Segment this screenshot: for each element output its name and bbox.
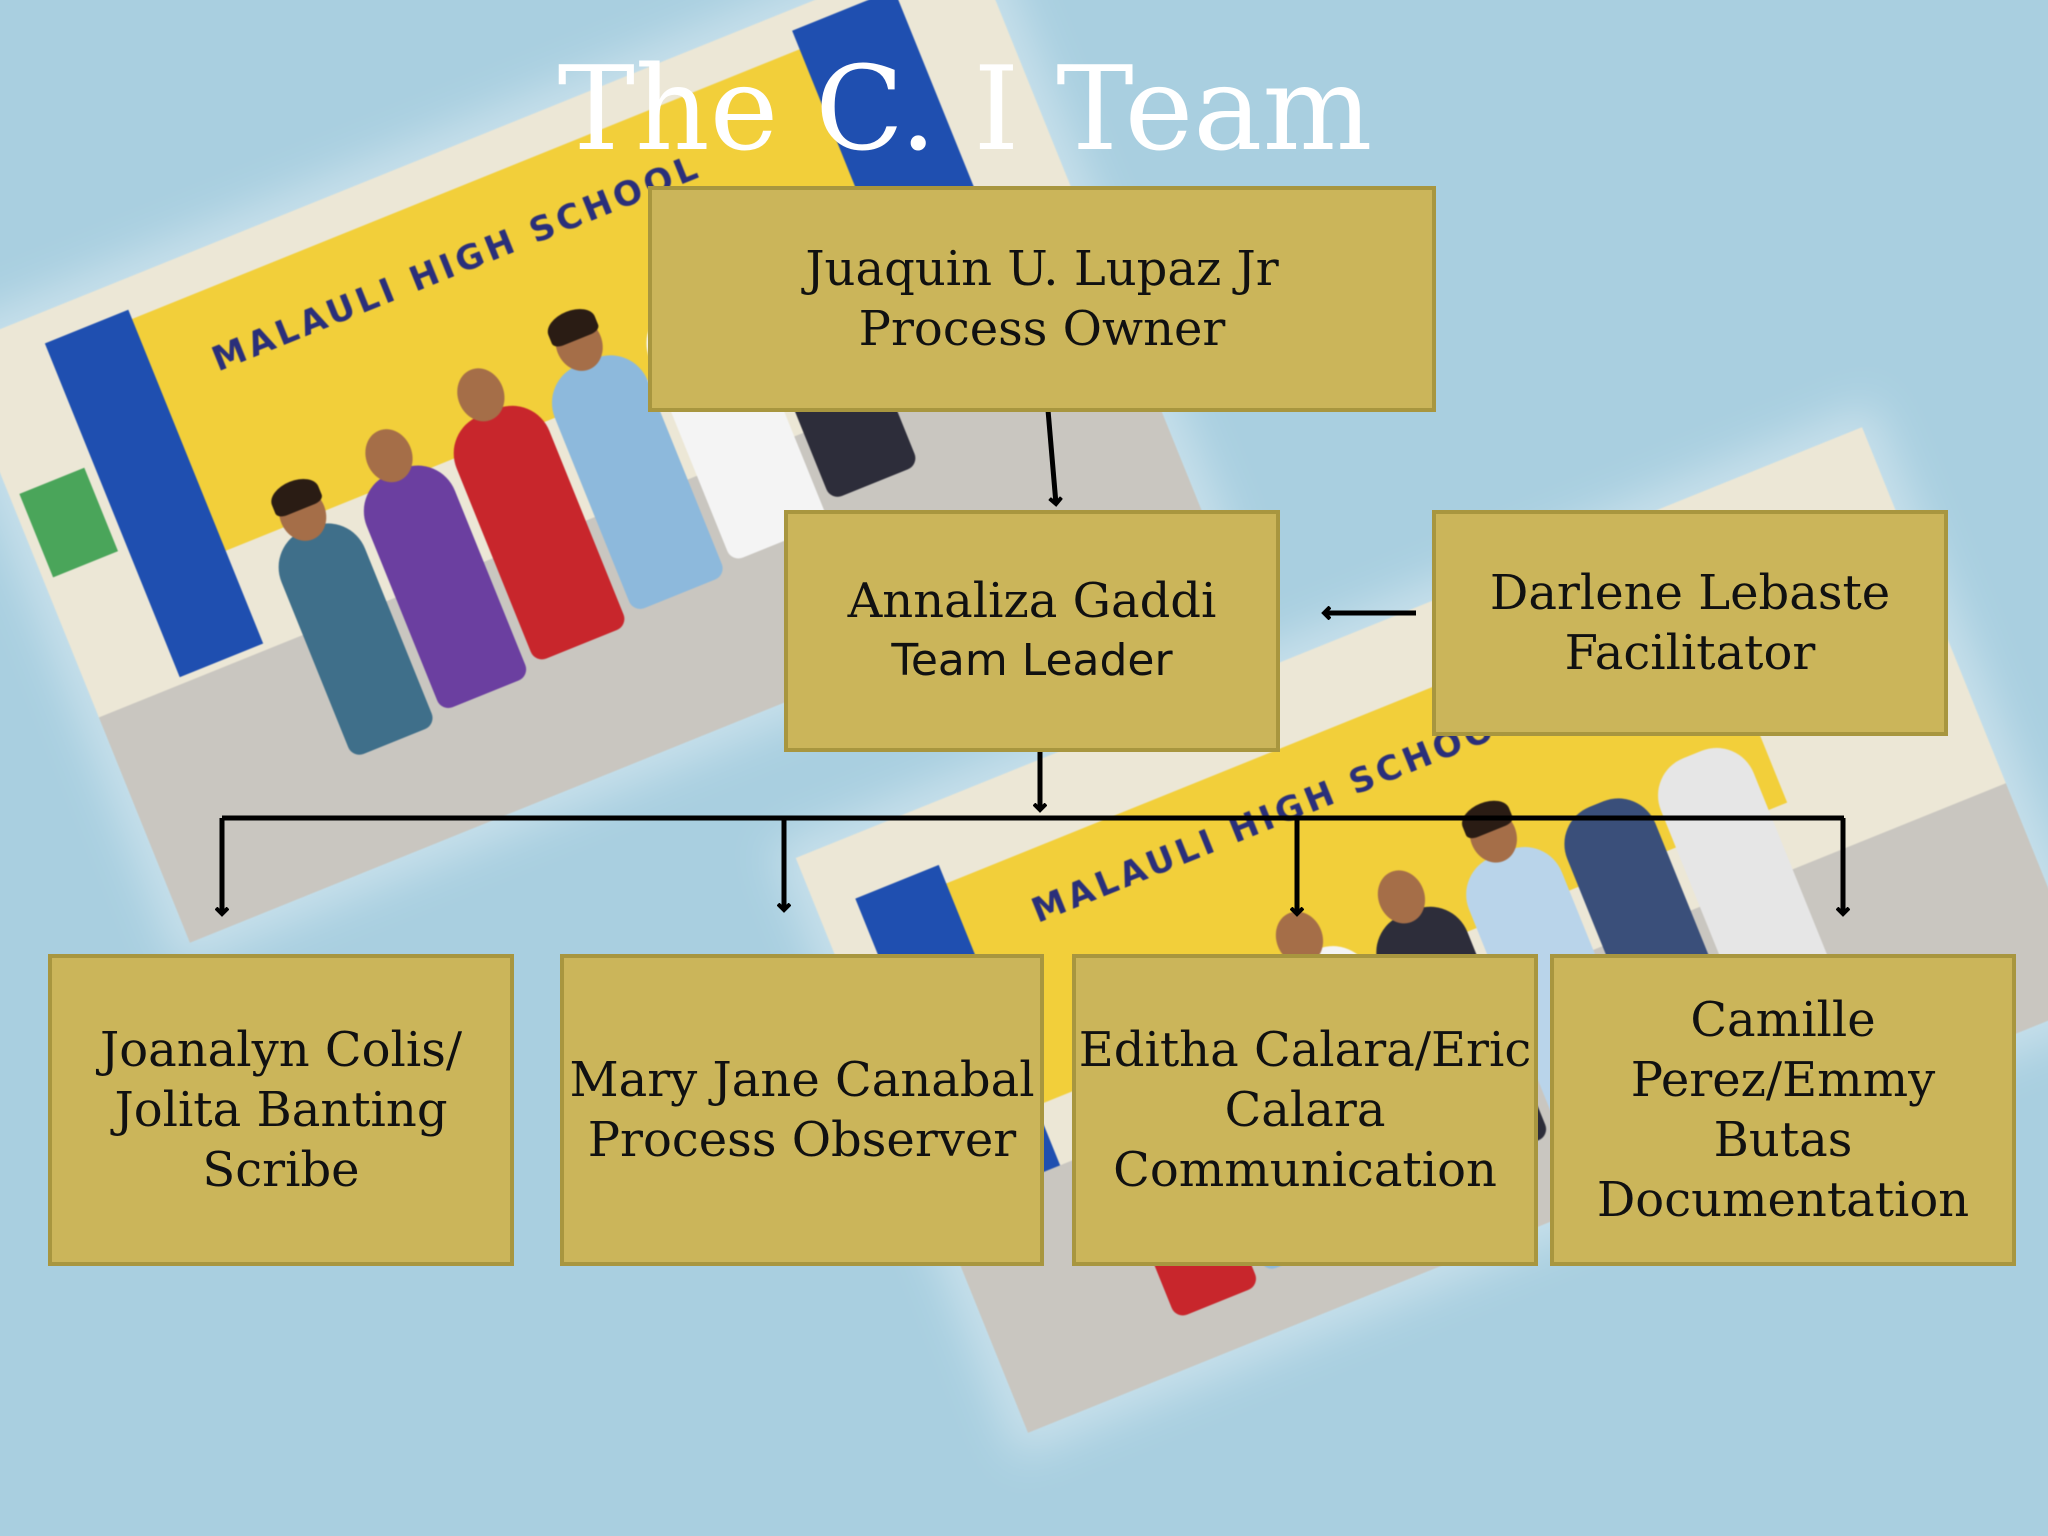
member-line: Mary Jane Canabal: [569, 1052, 1035, 1108]
process-owner-name: Juaquin U. Lupaz Jr: [805, 241, 1279, 297]
box-process-owner: Juaquin U. Lupaz Jr Process Owner: [648, 186, 1436, 412]
box-facilitator: Darlene Lebaste Facilitator: [1432, 510, 1948, 736]
member-line: Camille: [1690, 992, 1876, 1048]
box-member-process-observer: Mary Jane Canabal Process Observer: [560, 954, 1044, 1266]
facilitator-name: Darlene Lebaste: [1489, 565, 1891, 621]
member-role: Scribe: [202, 1142, 360, 1198]
team-leader-role: Team Leader: [891, 635, 1173, 686]
member-role: Communication: [1113, 1142, 1497, 1198]
box-member-documentation: Camille Perez/Emmy Butas Documentation: [1550, 954, 2016, 1266]
box-member-scribe: Joanalyn Colis/ Jolita Banting Scribe: [48, 954, 514, 1266]
slide-title: The C. I Team: [557, 42, 1373, 177]
member-line: Jolita Banting: [114, 1082, 448, 1138]
member-role: Documentation: [1596, 1172, 1970, 1228]
member-line: Perez/Emmy Butas: [1630, 1052, 1936, 1168]
member-role: Process Observer: [587, 1112, 1017, 1168]
team-leader-name: Annaliza Gaddi: [847, 573, 1217, 629]
box-member-communication: Editha Calara/Eric Calara Communication: [1072, 954, 1538, 1266]
box-team-leader: Annaliza Gaddi Team Leader: [784, 510, 1280, 752]
member-line: Editha Calara/Eric: [1078, 1022, 1532, 1078]
member-line: Joanalyn Colis/: [99, 1022, 463, 1078]
arrow-owner-to-leader: [1045, 409, 1056, 504]
member-line: Calara: [1224, 1082, 1386, 1138]
process-owner-role: Process Owner: [858, 301, 1226, 357]
facilitator-role: Facilitator: [1564, 625, 1816, 681]
